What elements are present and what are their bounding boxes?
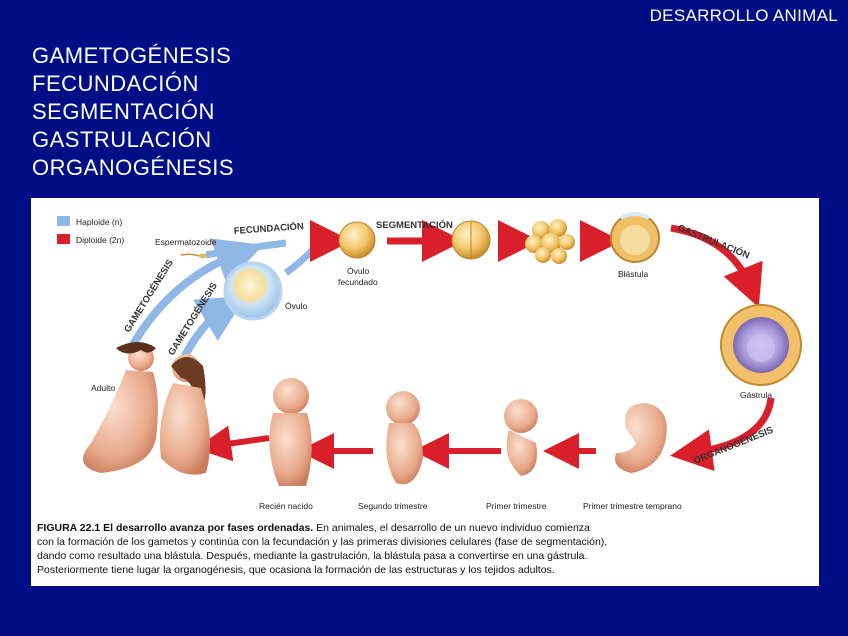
- embryo-first-trimester: [504, 399, 538, 476]
- development-figure: Haploide (n) Diploide (2n) GAMETOGÉNESIS…: [31, 198, 819, 586]
- label-segundo-trimestre: Segundo trimestre: [358, 501, 428, 511]
- caption-line2: con la formación de los gametos y contin…: [37, 535, 757, 549]
- caption-bold: FIGURA 22.1 El desarrollo avanza por fas…: [37, 522, 313, 534]
- newborn-baby: [269, 378, 312, 486]
- two-cell-embryo: [452, 221, 490, 259]
- phase-label-gastrulacion: GASTRULACIÓN: [676, 222, 752, 262]
- topic-item-fecundacion: FECUNDACIÓN: [32, 70, 234, 98]
- arrow-newborn-to-adult: [213, 438, 269, 446]
- sperm-to-fusion-arrow: [206, 243, 286, 255]
- ovum-to-fusion-arrow: [286, 246, 316, 273]
- embryo-early-first-trimester: [615, 403, 667, 473]
- gastrula-embryo: [721, 305, 801, 385]
- topic-item-gametogenesis: GAMETOGÉNESIS: [32, 42, 234, 70]
- caption-line1: En animales, el desarrollo de un nuevo i…: [313, 522, 590, 534]
- phase-label-fecundacion: FECUNDACIÓN: [233, 220, 304, 237]
- topic-item-organogenesis: ORGANOGÉNESIS: [32, 154, 234, 182]
- morula-embryo: [525, 219, 575, 264]
- fertilized-ovum: [339, 222, 375, 258]
- topic-item-segmentacion: SEGMENTACIÓN: [32, 98, 234, 126]
- figure-caption: FIGURA 22.1 El desarrollo avanza por fas…: [37, 521, 757, 577]
- fetus-second-trimester: [386, 391, 423, 484]
- topic-list: GAMETOGÉNESIS FECUNDACIÓN SEGMENTACIÓN G…: [32, 42, 234, 182]
- label-ovulo: Óvulo: [285, 301, 307, 311]
- sperm-cell: [181, 254, 207, 259]
- label-primer-trimestre: Primer trimestre: [486, 501, 547, 511]
- blastula-embryo: [611, 214, 659, 262]
- haploid-legend-label: Haploide (n): [76, 217, 122, 227]
- phase-label-organogenesis: ORGANOGÉNESIS: [692, 425, 775, 467]
- caption-line3: dando como resultado una blástula. Despu…: [37, 549, 757, 563]
- label-blastula: Blástula: [618, 269, 649, 279]
- ovum-cell: [225, 263, 281, 319]
- haploid-legend-swatch: [57, 216, 70, 226]
- diploid-legend-label: Diploide (2n): [76, 235, 124, 245]
- diploid-legend-swatch: [57, 234, 70, 244]
- label-adulto: Adulto: [91, 383, 115, 393]
- caption-line4: Posteriormente tiene lugar la organogéne…: [37, 563, 757, 577]
- phase-label-segmentacion: SEGMENTACIÓN: [376, 219, 453, 231]
- topic-item-gastrulacion: GASTRULACIÓN: [32, 126, 234, 154]
- label-ovulo-fecundado-1: Óvulo: [347, 266, 369, 276]
- label-primer-trimestre-temprano: Primer trimestre temprano: [583, 501, 682, 511]
- label-gastrula: Gástrula: [740, 390, 772, 400]
- label-ovulo-fecundado-2: fecundado: [338, 277, 378, 287]
- slide-corner-title: DESARROLLO ANIMAL: [650, 6, 838, 26]
- label-recien-nacido: Recién nacido: [259, 501, 313, 511]
- label-espermatozoide: Espermatozoide: [155, 237, 217, 247]
- adult-couple: [83, 342, 210, 475]
